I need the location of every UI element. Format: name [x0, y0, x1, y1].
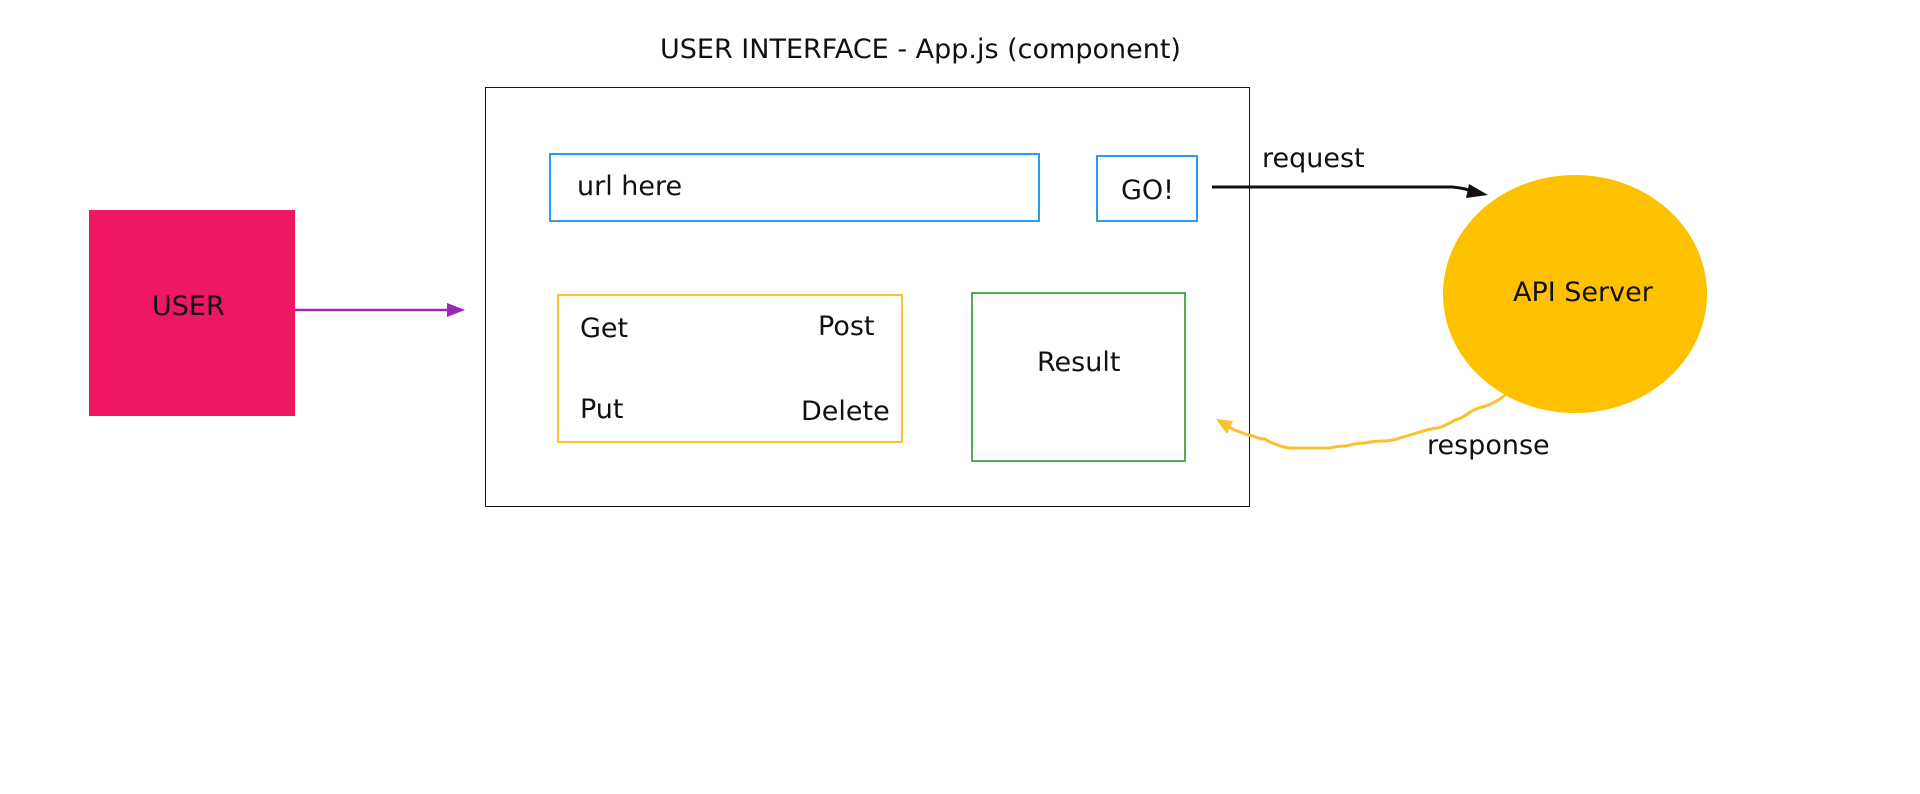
- api-server-node: [1443, 175, 1707, 413]
- app-component-container: [485, 87, 1250, 507]
- request-label: request: [1262, 143, 1365, 174]
- request-arrowhead: [1466, 184, 1488, 198]
- method-put[interactable]: Put: [580, 394, 624, 425]
- api-server-label: API Server: [1513, 277, 1653, 308]
- method-delete[interactable]: Delete: [801, 396, 890, 427]
- method-options-box: [557, 294, 903, 443]
- url-input[interactable]: [549, 153, 1040, 222]
- request-arrow-line: [1212, 185, 1475, 194]
- go-button-label: GO!: [1121, 175, 1174, 206]
- diagram-title: USER INTERFACE - App.js (component): [660, 34, 1181, 65]
- user-label: USER: [152, 291, 225, 322]
- url-input-value: url here: [577, 171, 683, 202]
- result-box: [971, 292, 1186, 462]
- user-to-app-arrowhead: [447, 303, 465, 317]
- result-label: Result: [1037, 347, 1121, 378]
- method-get[interactable]: Get: [580, 313, 629, 344]
- method-post[interactable]: Post: [818, 311, 875, 342]
- response-label: response: [1427, 430, 1550, 461]
- go-button[interactable]: [1096, 155, 1198, 222]
- user-block: [89, 210, 295, 416]
